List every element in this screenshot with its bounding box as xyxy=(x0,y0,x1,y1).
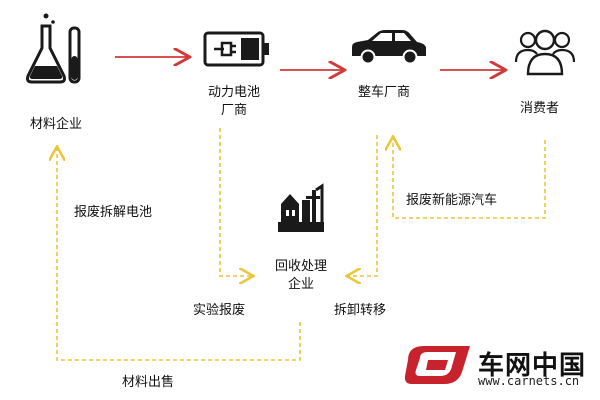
edge-label-dismantle-transfer: 拆卸转移 xyxy=(334,303,387,318)
edge-label-test-scrap: 实验报废 xyxy=(193,303,246,318)
edge-label-material-sale: 材料出售 xyxy=(122,375,175,390)
node-consumer: 消费者 xyxy=(520,101,560,116)
logo-url: www.carnets.cn xyxy=(478,374,580,388)
arrow-recycler-to-materials xyxy=(57,148,301,361)
logo-name: 车网中国 xyxy=(478,351,587,381)
car-icon xyxy=(352,30,426,65)
node-materials: 材料企业 xyxy=(30,117,83,132)
battery-icon xyxy=(203,31,269,67)
arrow-battery-to-recycler xyxy=(219,128,252,276)
node-battery: 动力电池 厂商 xyxy=(207,85,260,118)
node-carmaker: 整车厂商 xyxy=(358,85,411,100)
node-recycler: 回收处理 企业 xyxy=(274,259,327,292)
flask-icon xyxy=(26,13,81,84)
factory-icon xyxy=(278,183,324,232)
edge-label-scrap-nev: 报废新能源汽车 xyxy=(406,193,498,208)
people-icon xyxy=(514,29,576,76)
edge-label-scrap-dismantle: 报废拆解电池 xyxy=(74,205,153,220)
arrow-carmaker-to-recycler xyxy=(348,135,378,276)
arrow-consumer-to-carmaker xyxy=(393,138,546,219)
carnets-logo-icon xyxy=(404,346,470,384)
